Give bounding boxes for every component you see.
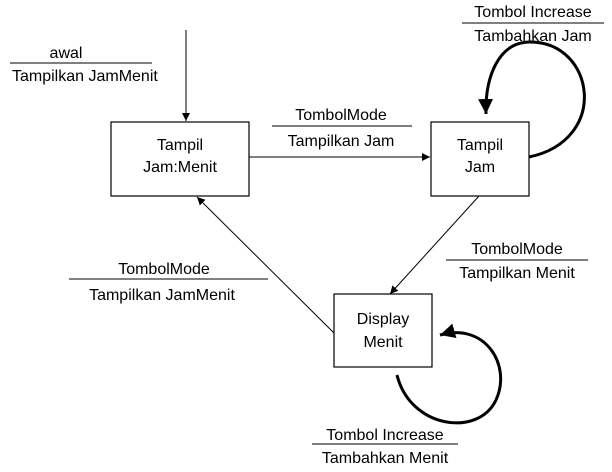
menit-self-action-label: Tambahkan Menit bbox=[322, 450, 449, 467]
menit-to-jammenit-arrow bbox=[196, 196, 335, 334]
state-display-menit: Display Menit bbox=[333, 293, 433, 368]
jam-self-loop-arrow bbox=[478, 40, 586, 159]
jam-self-action-label: Tambahkan Jam bbox=[474, 28, 591, 45]
state-tampil-jam-line1: Tampil bbox=[457, 137, 503, 154]
state-display-menit-line2: Menit bbox=[363, 334, 403, 351]
jam-to-menit-action-label: Tampilkan Menit bbox=[459, 265, 575, 282]
menit-to-jammenit-action-label: Tampilkan JamMenit bbox=[89, 287, 235, 304]
state-tampil-jam: Tampil Jam bbox=[430, 121, 530, 197]
state-tampil-jam-menit-line1: Tampil bbox=[157, 137, 203, 154]
initial-transition: awal Tampilkan JamMenit bbox=[10, 30, 190, 121]
jam-self-event-label: Tombol Increase bbox=[474, 4, 591, 21]
transition-jam-to-menit: TombolMode Tampilkan Menit bbox=[389, 195, 588, 295]
jammenit-to-jam-event-label: TombolMode bbox=[295, 107, 387, 124]
jam-to-menit-arrow bbox=[389, 195, 480, 295]
jammenit-to-jam-action-label: Tampilkan Jam bbox=[288, 133, 395, 150]
menit-to-jammenit-event-label: TombolMode bbox=[118, 261, 210, 278]
transition-jammenit-to-jam: TombolMode Tampilkan Jam bbox=[249, 107, 430, 161]
state-tampil-jam-menit: Tampil Jam:Menit bbox=[110, 121, 250, 197]
menit-self-loop-arrow bbox=[395, 323, 503, 425]
jam-to-menit-event-label: TombolMode bbox=[471, 241, 563, 258]
state-tampil-jam-line2: Jam bbox=[465, 159, 495, 176]
initial-event-label: awal bbox=[50, 45, 83, 62]
state-display-menit-line1: Display bbox=[357, 311, 409, 328]
menit-self-event-label: Tombol Increase bbox=[326, 427, 443, 444]
transition-jam-self: Tombol Increase Tambahkan Jam bbox=[462, 4, 604, 159]
initial-action-label: Tampilkan JamMenit bbox=[12, 68, 158, 85]
state-tampil-jam-menit-line2: Jam:Menit bbox=[143, 159, 217, 176]
transition-menit-to-jammenit: TombolMode Tampilkan JamMenit bbox=[69, 196, 335, 334]
transition-menit-self: Tombol Increase Tambahkan Menit bbox=[312, 323, 503, 467]
